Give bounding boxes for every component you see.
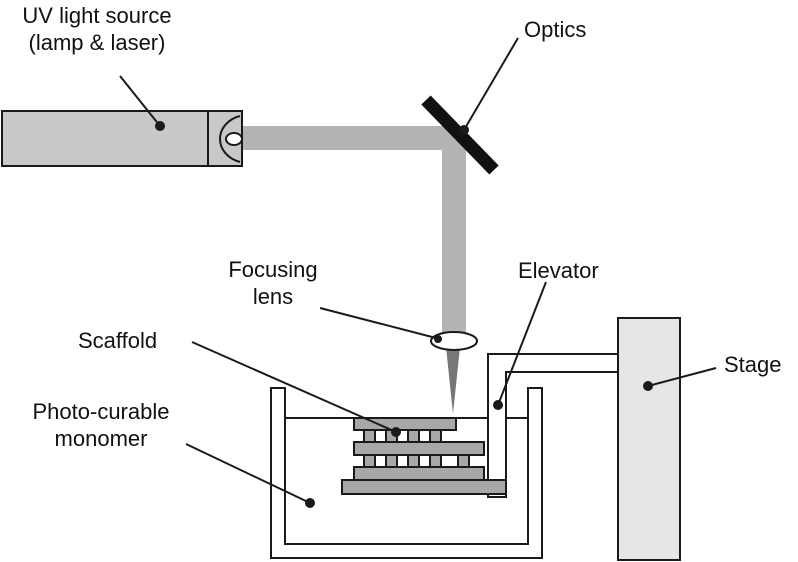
leader-focusing-lens — [319, 307, 437, 339]
focused-beam — [446, 347, 460, 414]
leader-dot-scaffold — [391, 427, 401, 437]
leader-monomer — [185, 443, 309, 503]
focusing-lens-icon — [430, 331, 478, 351]
leader-dot-monomer — [305, 498, 315, 508]
leader-elevator — [497, 281, 547, 406]
light-beam — [240, 126, 466, 334]
label-scaffold: Scaffold — [78, 328, 158, 353]
label-focusing-lens-line2: lens — [252, 284, 294, 309]
leader-dot-optics — [459, 125, 469, 135]
leader-stage — [647, 367, 717, 387]
optics-mirror — [421, 95, 499, 175]
leader-uv-source — [119, 75, 161, 127]
elevator-platform — [341, 479, 507, 495]
label-focusing-lens: Focusing lens — [208, 256, 338, 310]
label-monomer-line2: monomer — [54, 426, 148, 451]
leader-lines — [119, 37, 717, 508]
uv-light-source — [1, 110, 243, 167]
scaffold — [353, 417, 485, 481]
stage-column — [617, 317, 681, 561]
label-optics: Optics — [524, 17, 587, 42]
label-photo-curable-monomer: Photo-curable monomer — [8, 398, 194, 452]
leader-dot-elevator — [493, 400, 503, 410]
leader-dot-stage — [643, 381, 653, 391]
label-uv-light-source-line2: (lamp & laser) — [28, 30, 166, 55]
label-uv-light-source: UV light source (lamp & laser) — [2, 2, 192, 56]
reflector-icon — [219, 115, 241, 163]
beam-horizontal — [240, 126, 466, 150]
label-focusing-lens-line1: Focusing — [228, 257, 318, 282]
leader-scaffold — [191, 341, 397, 433]
leader-dot-uv-source — [155, 121, 165, 131]
beam-vertical — [442, 126, 466, 334]
label-uv-light-source-line1: UV light source — [22, 3, 172, 28]
label-monomer-line1: Photo-curable — [32, 399, 170, 424]
leader-dot-focusing-lens — [434, 335, 442, 343]
lamp-bulb-icon — [225, 132, 243, 146]
leader-optics — [463, 37, 519, 131]
label-stage: Stage — [724, 352, 782, 377]
label-elevator: Elevator — [518, 258, 599, 283]
